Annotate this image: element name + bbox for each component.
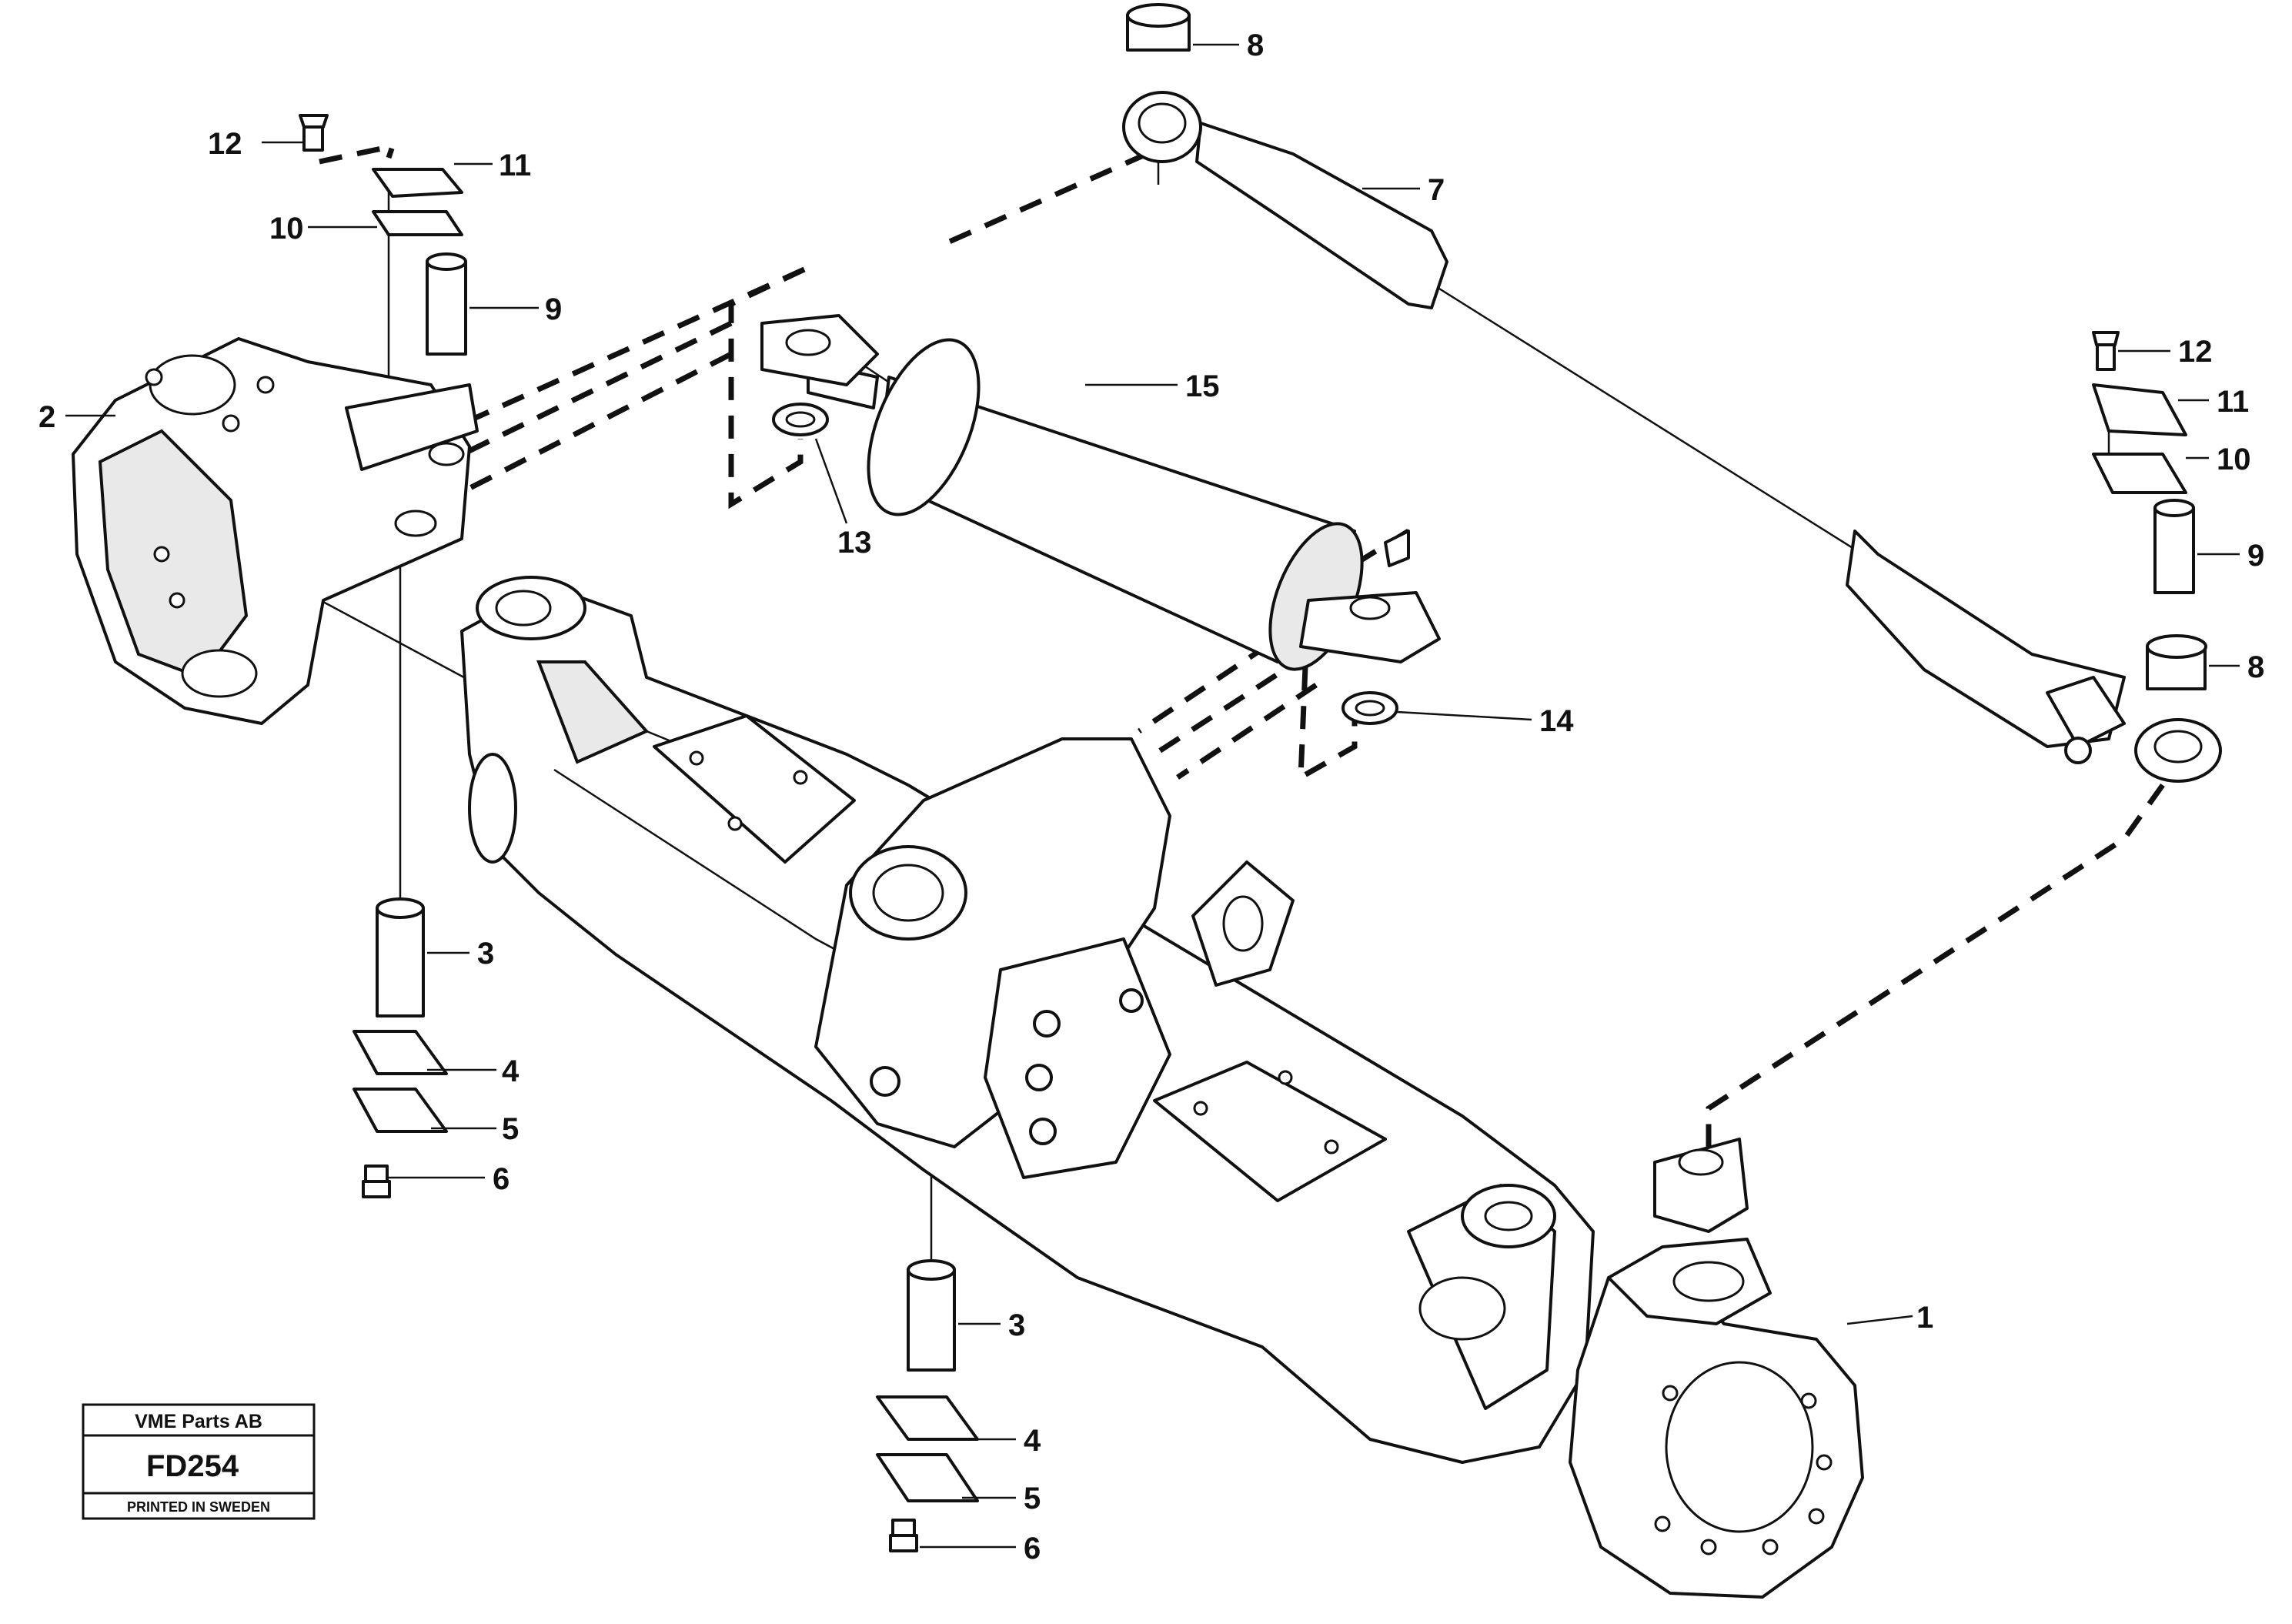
steering-cylinder [760, 314, 1441, 671]
callout-5-center: 5 [1024, 1482, 1041, 1515]
callout-13: 13 [837, 526, 872, 560]
callout-8-top: 8 [1247, 28, 1264, 62]
callout-11-right: 11 [2217, 385, 2249, 419]
callout-1: 1 [1916, 1301, 1933, 1335]
callout-10-left: 10 [269, 212, 304, 246]
upper-king-pins [426, 252, 2195, 594]
callout-8-right: 8 [2247, 650, 2264, 684]
callout-6-center: 6 [1024, 1532, 1041, 1566]
callout-labels: 1 2 3 3 4 4 5 5 6 6 7 8 8 9 9 10 10 11 1… [38, 28, 2264, 1566]
callout-12-right: 12 [2178, 335, 2213, 369]
callout-11-left: 11 [499, 149, 531, 182]
callout-15: 15 [1185, 369, 1220, 403]
left-steering-knuckle [72, 337, 479, 725]
pivot-housing [814, 737, 1295, 1179]
callout-6-left: 6 [493, 1162, 510, 1196]
callout-3-center: 3 [1008, 1308, 1025, 1342]
upper-bolts [299, 114, 2120, 371]
callout-9-right: 9 [2247, 539, 2264, 573]
lower-bolts [362, 1165, 918, 1552]
callout-7: 7 [1428, 173, 1445, 207]
callout-leaders [65, 43, 2240, 1549]
callout-5-left: 5 [502, 1112, 519, 1146]
callout-10-right: 10 [2217, 443, 2251, 476]
tie-rod [1122, 91, 2222, 783]
upper-plates [372, 168, 2187, 494]
callout-3-left: 3 [477, 937, 494, 971]
tie-rod-bushes [1126, 3, 2207, 690]
callout-2: 2 [38, 400, 55, 434]
stamp-company: VME Parts AB [135, 1411, 262, 1432]
right-steering-knuckle [1569, 1138, 1864, 1599]
stamp-code: FD254 [146, 1449, 239, 1483]
stamp-printed: PRINTED IN SWEDEN [127, 1499, 270, 1515]
lower-plates [352, 1030, 979, 1502]
callout-4-center: 4 [1024, 1424, 1041, 1458]
callout-4-left: 4 [502, 1054, 520, 1088]
callout-9-left: 9 [545, 292, 562, 326]
callout-14: 14 [1539, 704, 1574, 738]
callout-12-left: 12 [208, 127, 242, 161]
drawing-stamp: VME Parts AB FD254 PRINTED IN SWEDEN [82, 1403, 316, 1520]
lower-king-pins [376, 897, 956, 1372]
cylinder-bushings [772, 403, 1398, 725]
